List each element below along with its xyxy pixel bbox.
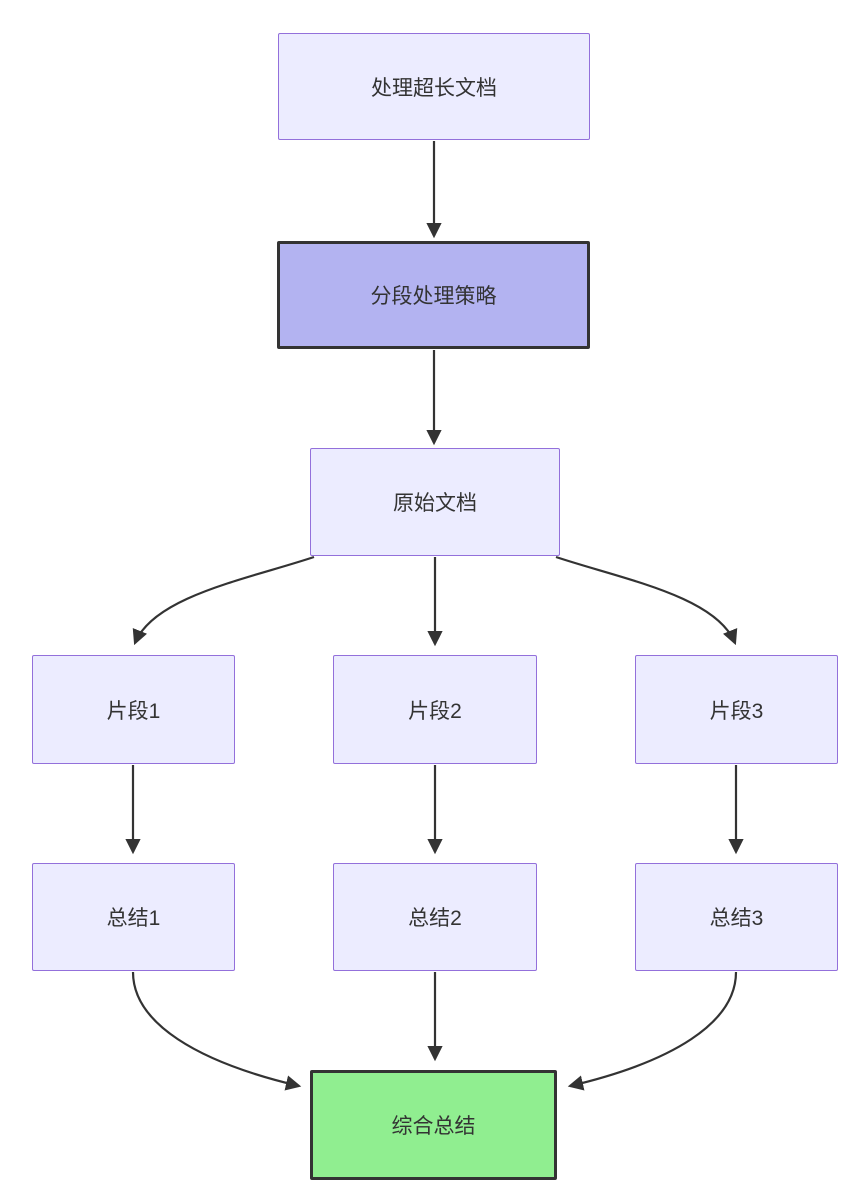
node-summary-3: 总结3 bbox=[635, 863, 838, 971]
node-fragment-1: 片段1 bbox=[32, 655, 235, 764]
node-label: 总结1 bbox=[106, 907, 161, 930]
node-label: 总结2 bbox=[408, 907, 462, 930]
node-summary-1: 总结1 bbox=[32, 863, 235, 971]
edge-summary1-to-final bbox=[131, 971, 302, 1091]
node-label: 原始文档 bbox=[393, 492, 477, 515]
edge-original-to-fragment3 bbox=[555, 555, 738, 646]
node-process-long-doc: 处理超长文档 bbox=[278, 33, 590, 140]
node-original-document: 原始文档 bbox=[310, 448, 560, 556]
edge-summary3-to-final bbox=[567, 971, 738, 1091]
node-label: 片段3 bbox=[709, 699, 764, 723]
edge-original-to-fragment1 bbox=[132, 555, 315, 646]
node-label: 处理超长文档 bbox=[371, 76, 497, 100]
node-label: 综合总结 bbox=[391, 1115, 476, 1138]
node-summary-2: 总结2 bbox=[333, 863, 537, 971]
node-segmentation-strategy: 分段处理策略 bbox=[277, 241, 590, 349]
node-fragment-3: 片段3 bbox=[635, 655, 838, 764]
node-label: 总结3 bbox=[709, 907, 764, 930]
node-label: 分段处理策略 bbox=[370, 285, 497, 308]
node-label: 片段2 bbox=[408, 699, 462, 723]
node-fragment-2: 片段2 bbox=[333, 655, 537, 764]
node-label: 片段1 bbox=[106, 699, 161, 723]
node-final-summary: 综合总结 bbox=[310, 1070, 557, 1180]
